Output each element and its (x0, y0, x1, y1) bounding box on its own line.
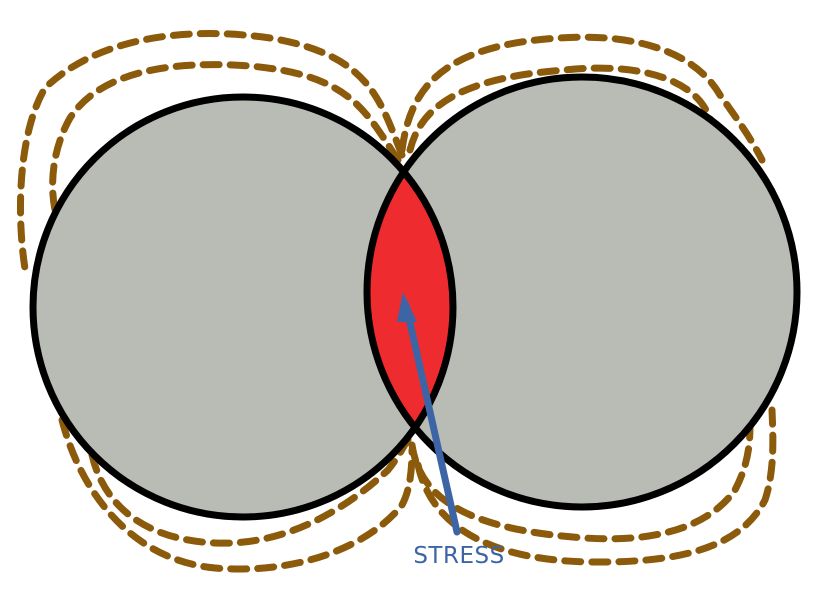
right-circle (367, 77, 797, 507)
left-circle (33, 97, 453, 517)
dashed-outline-left-inner (49, 61, 402, 214)
stress-arrow (402, 301, 461, 536)
stress-arrowhead (397, 292, 417, 322)
right-circle-outline (363, 73, 801, 511)
dashed-outline-bottom-left-inner (88, 436, 412, 547)
dashed-outline-group (17, 30, 777, 573)
dashed-outline-bottom-left-outer (58, 416, 416, 573)
left-circle-outline (29, 93, 457, 521)
dashed-outline-left-outer (17, 30, 406, 279)
dashed-outline-right-outer (398, 33, 766, 164)
dashed-outline-bottom-right-inner (408, 421, 754, 543)
stress-label: STRESS (413, 543, 504, 569)
